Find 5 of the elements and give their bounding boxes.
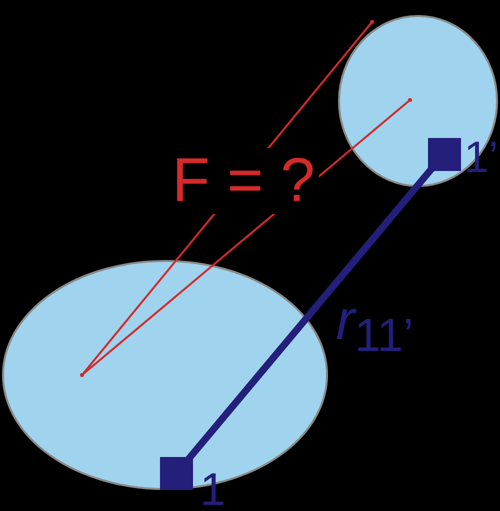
point-dot (370, 20, 374, 24)
edge-label: r$_{11’}$ (336, 292, 414, 359)
point-dot (80, 373, 84, 377)
point-dot (408, 98, 412, 102)
body-ellipse (338, 15, 498, 187)
